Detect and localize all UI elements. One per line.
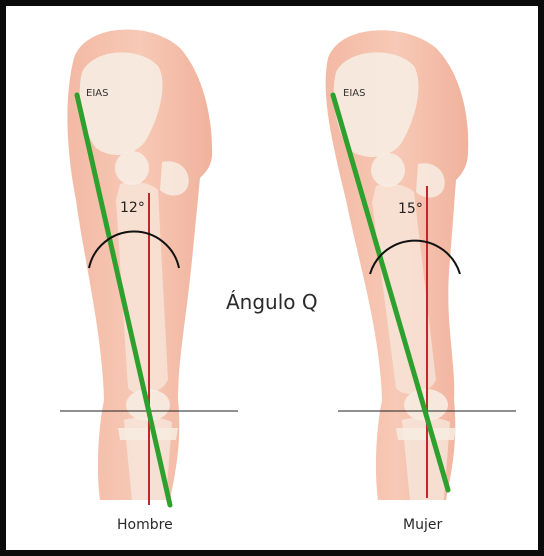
diagram-title: Ángulo Q xyxy=(226,290,318,314)
panel-mujer xyxy=(326,30,516,500)
eias-label-mujer: EIAS xyxy=(343,88,365,99)
panel-hombre xyxy=(60,29,238,505)
femoral-head xyxy=(115,151,149,185)
angle-label-mujer: 15° xyxy=(398,201,423,217)
femoral-head xyxy=(371,153,405,187)
eias-label-hombre: EIAS xyxy=(86,88,108,99)
caption-hombre: Hombre xyxy=(117,517,173,533)
caption-mujer: Mujer xyxy=(403,517,442,533)
angle-label-hombre: 12° xyxy=(120,200,145,216)
